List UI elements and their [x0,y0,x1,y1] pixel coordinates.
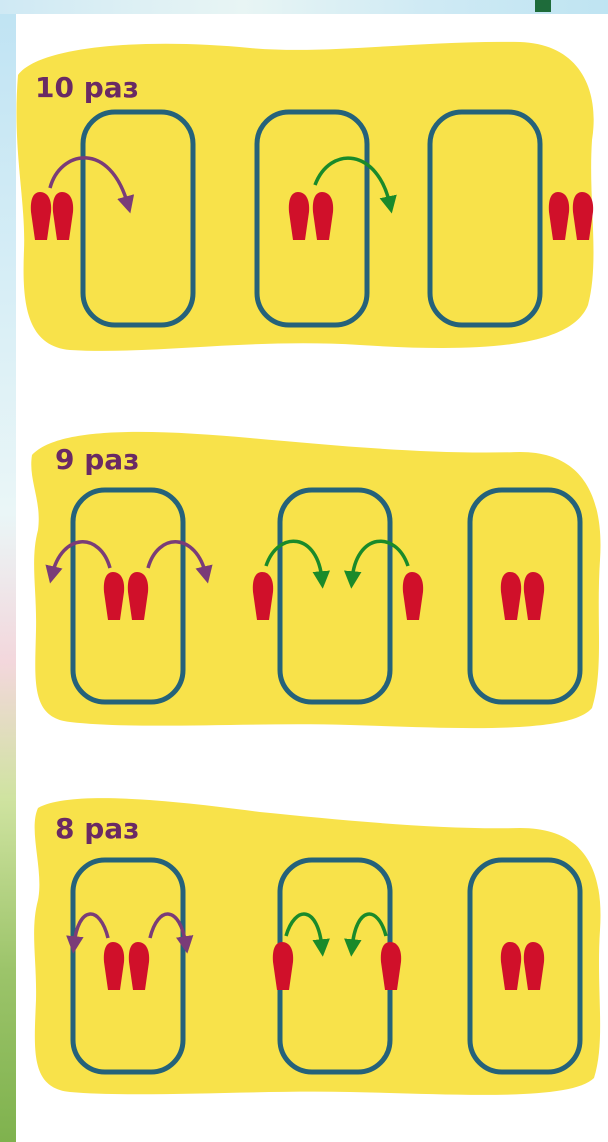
panel-10-times: 10 раз [16,41,594,351]
foot-icon [312,192,334,240]
jump-arrow [344,539,410,589]
track-rect [70,487,186,705]
background-strip [0,0,16,1142]
foot-icon [572,192,594,240]
foot-icon [523,942,545,990]
foot-icon [252,572,274,620]
foot-icon [548,192,570,240]
panel-8-times: 8 раз [34,798,601,1095]
foot-icon [288,192,310,240]
track-rect [277,487,393,705]
jump-arrow [313,156,397,214]
feet-pair [30,192,74,240]
foot-icon [500,572,522,620]
foot-icon [523,572,545,620]
feet-pair [103,942,150,990]
track-rect [467,857,583,1075]
feet-pair [288,192,334,240]
foot-icon [500,942,522,990]
feet-pair [548,192,594,240]
feet-pair [500,942,545,990]
jump-arrow [264,539,330,589]
jump-arrow [148,912,194,954]
jump-arrow [48,156,135,214]
track-rect [70,857,186,1075]
foot-icon [127,572,149,620]
foot-icon [402,572,424,620]
foot-icon [52,192,74,240]
foot-icon [103,572,125,620]
panel-9-times: 9 раз [31,431,601,729]
track-rect [254,109,370,328]
foot-icon [272,942,294,990]
panel-label: 9 раз [55,443,139,476]
feet-pair [500,572,545,620]
panel-label: 10 раз [35,71,139,104]
jump-arrow [344,912,388,957]
top-accent [535,0,551,12]
foot-icon [30,192,52,240]
top-banner [0,0,608,14]
jump-arrow [45,540,112,584]
panel-label: 8 раз [55,812,139,845]
jump-arrow [284,912,330,957]
track-rect [80,109,196,328]
track-rect [427,109,543,328]
foot-icon [380,942,402,990]
track-rect [467,487,583,705]
jump-arrow [146,540,213,584]
feet-pair [103,572,149,620]
foot-icon [103,942,125,990]
foot-icon [128,942,150,990]
jump-arrow [66,912,110,954]
